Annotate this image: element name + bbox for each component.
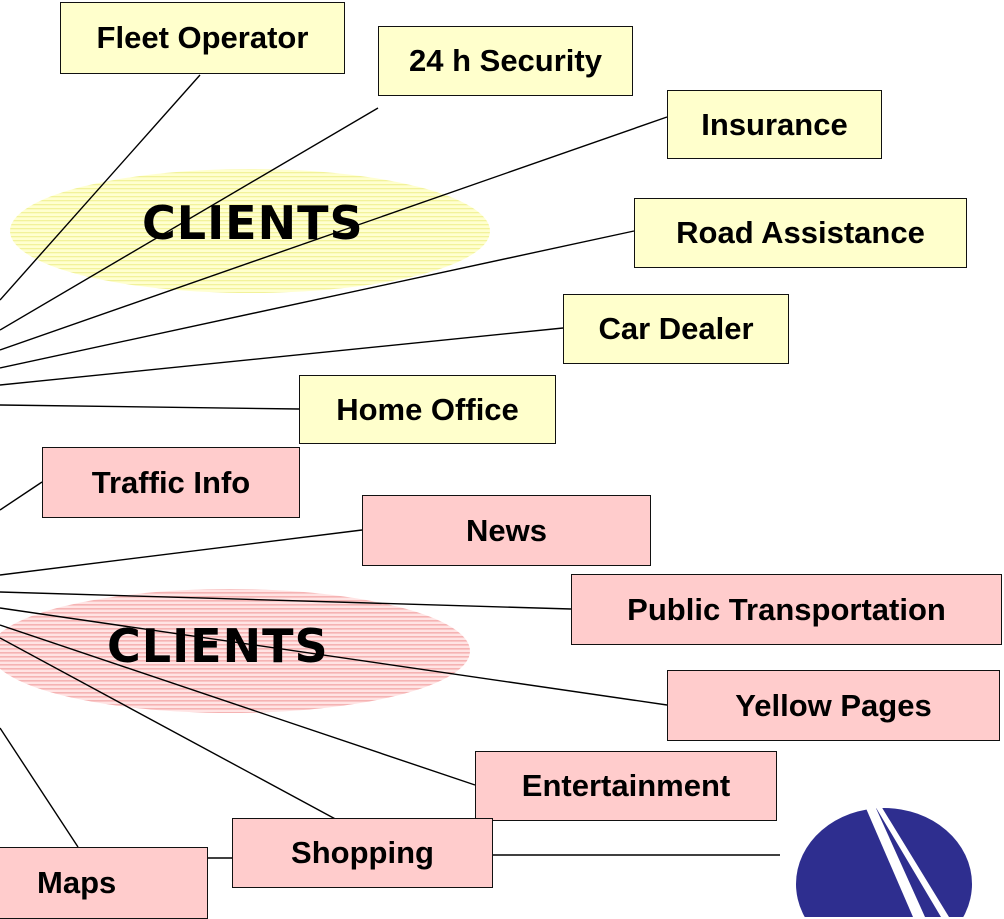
box-maps: Maps (0, 847, 208, 919)
box-road-assistance: Road Assistance (634, 198, 967, 268)
line-insurance (0, 116, 668, 351)
box-news: News (362, 495, 651, 566)
line-road-assistance (0, 230, 635, 369)
box-public-transportation: Public Transportation (571, 574, 1002, 645)
box-entertainment: Entertainment (475, 751, 777, 821)
clients-ellipse-yellow (10, 169, 490, 293)
line-home-office (0, 404, 300, 410)
box-yellow-pages: Yellow Pages (667, 670, 1000, 741)
line-24h-security (0, 107, 379, 331)
line-entertainment (0, 624, 476, 786)
line-maps (0, 727, 79, 848)
box-car-dealer: Car Dealer (563, 294, 789, 364)
line-public-transportation (0, 591, 572, 610)
line-traffic-info (0, 481, 43, 511)
box-home-office: Home Office (299, 375, 556, 444)
clients-label-pink: CLIENTS (107, 619, 329, 673)
box-traffic-info: Traffic Info (42, 447, 300, 518)
line-shopping (0, 637, 353, 829)
line-news (0, 529, 363, 576)
box-insurance: Insurance (667, 90, 882, 159)
clients-ellipse-pink (0, 589, 470, 713)
line-fleet-operator (0, 74, 201, 301)
logo-ellipse (796, 808, 972, 917)
logo-stripe-2 (875, 806, 949, 917)
line-yellow-pages (0, 607, 668, 706)
line-car-dealer (0, 327, 564, 386)
clients-label-yellow: CLIENTS (142, 196, 364, 250)
logo-stripe-1 (865, 806, 925, 917)
box-shopping: Shopping (232, 818, 493, 888)
box-24h-security: 24 h Security (378, 26, 633, 96)
company-logo (796, 806, 972, 917)
box-fleet-operator: Fleet Operator (60, 2, 345, 74)
